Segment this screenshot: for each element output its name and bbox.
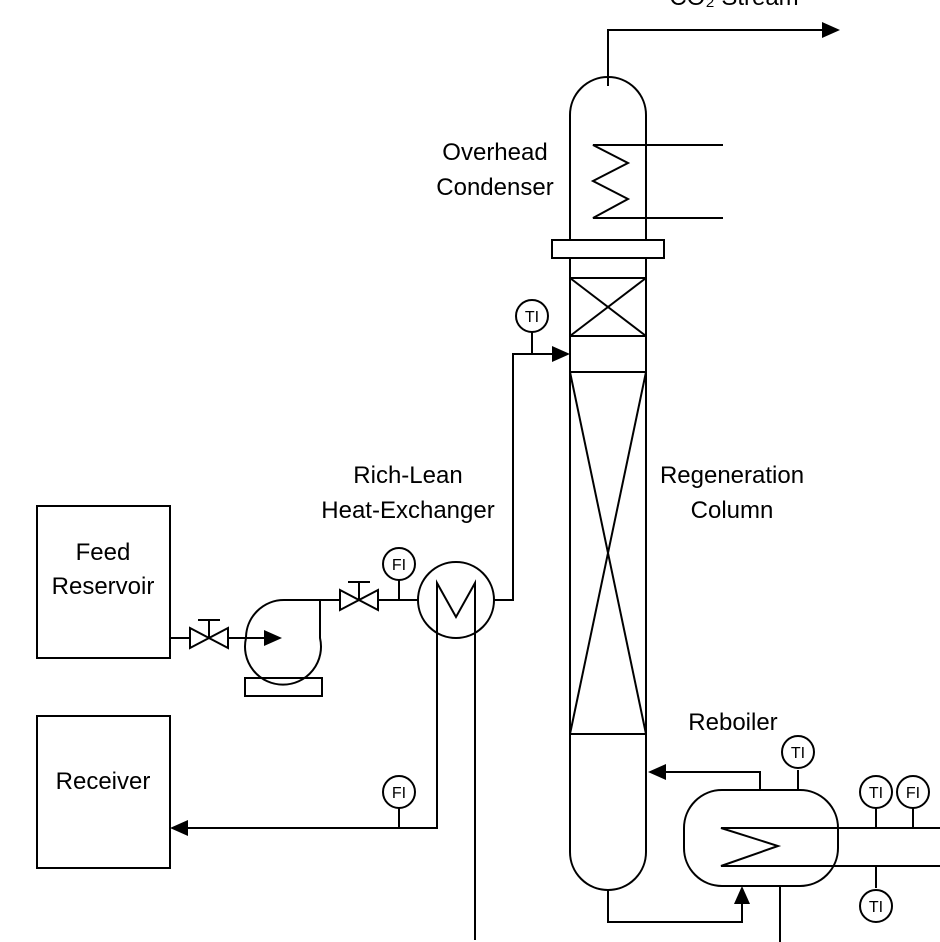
co2-outlet-line — [607, 22, 840, 86]
fi-receiver-line — [382, 775, 416, 809]
ti-column-inlet — [515, 299, 549, 333]
discharge-valve — [339, 581, 379, 612]
overhead-label-line1: Overhead — [442, 139, 547, 166]
overhead-label-line2: Condenser — [436, 174, 553, 201]
rich-lean-label-line2: Heat-Exchanger — [321, 497, 494, 524]
column-feed-line — [494, 353, 552, 601]
ti-reboiler-bottom — [859, 889, 893, 923]
column-flange — [551, 239, 665, 259]
svg-text:FI: FI — [392, 557, 406, 574]
fi-hx-inlet — [382, 547, 416, 581]
feed-valve — [189, 619, 229, 650]
rich-lean-label-line1: Rich-Lean — [353, 462, 462, 489]
feed-reservoir — [36, 505, 171, 659]
rich-lean-heat-exchanger — [417, 561, 495, 940]
svg-text:TI: TI — [791, 745, 805, 762]
overhead-condenser — [569, 76, 723, 240]
feed-pump — [244, 599, 323, 697]
ti-reboiler-steam — [859, 775, 893, 809]
svg-text:TI: TI — [869, 899, 883, 916]
receiver-line — [188, 640, 438, 829]
svg-text:TI: TI — [525, 309, 539, 326]
regeneration-label-line2: Column — [691, 497, 774, 524]
reboiler-vapor-return — [666, 771, 761, 790]
receiver-tank — [36, 715, 171, 869]
svg-text:FI: FI — [906, 785, 920, 802]
svg-text:TI: TI — [869, 785, 883, 802]
svg-text:FI: FI — [392, 785, 406, 802]
fi-reboiler-steam — [896, 775, 930, 809]
regeneration-column — [569, 258, 647, 891]
column-bottoms-line — [607, 890, 743, 923]
feed-reservoir-label-line1: Feed — [76, 539, 131, 566]
receiver-label: Receiver — [56, 768, 151, 795]
ti-reboiler-top — [781, 735, 815, 769]
feed-reservoir-label-line2: Reservoir — [52, 573, 155, 600]
co2-stream-label: CO₂ Stream — [669, 0, 798, 11]
reboiler-label: Reboiler — [688, 709, 777, 736]
regeneration-label-line1: Regeneration — [660, 462, 804, 489]
